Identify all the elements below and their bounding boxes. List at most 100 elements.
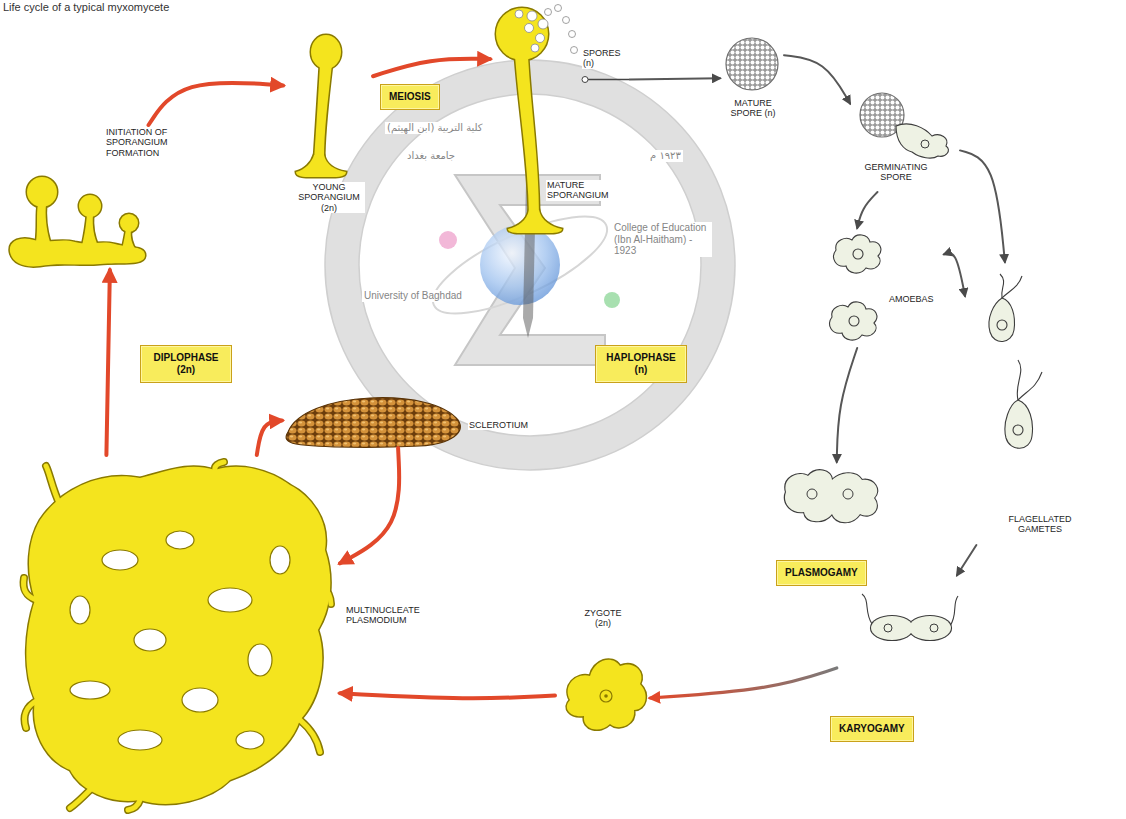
stage-label: FLAGELLATED GAMETES bbox=[1003, 514, 1077, 535]
cycle-arrow bbox=[257, 421, 282, 456]
plasmodium-figure bbox=[24, 462, 332, 810]
plasmodium-figure bbox=[70, 596, 90, 624]
amoeba-figure bbox=[853, 249, 863, 259]
watermark-text: جامعة بغداد bbox=[405, 150, 457, 162]
cycle-arrow bbox=[944, 253, 965, 296]
gametes-stage: FLAGELLATED GAMETES bbox=[965, 262, 1079, 545]
fusing-gametes-figure bbox=[862, 594, 872, 624]
mature-spore-figure bbox=[726, 38, 778, 90]
mature-sporangium-figure bbox=[588, 79, 630, 81]
zygote-figure bbox=[567, 660, 646, 730]
fusing-amoebas-figure bbox=[843, 489, 853, 499]
diagram-title: Life cycle of a typical myxomycete bbox=[3, 1, 169, 14]
zygote-stage: ZYGOTE (2n) bbox=[555, 608, 650, 733]
stage-label: GERMINATING SPORE bbox=[856, 162, 936, 183]
sporangium-initiation-figure bbox=[10, 177, 145, 266]
plasmodium-stage: MULTINUCLEATE PLASMODIUM bbox=[20, 455, 340, 816]
cycle-arrow bbox=[630, 78, 720, 79]
mature-sporangium: SPORES (n)MATURE SPORANGIUM bbox=[490, 2, 630, 230]
plasmodium-figure bbox=[270, 546, 290, 574]
plasmodium-figure bbox=[46, 466, 60, 505]
zygote-figure bbox=[567, 660, 646, 730]
zygote-figure bbox=[600, 690, 612, 702]
process-label: MEIOSIS bbox=[380, 84, 440, 110]
plasmodium-figure bbox=[182, 688, 218, 712]
plasmodium-figure bbox=[70, 790, 90, 808]
fusing-amoebas-figure bbox=[785, 470, 877, 522]
amoeba-figure bbox=[830, 302, 877, 340]
mature-sporangium-figure bbox=[545, 9, 552, 16]
plasmodium-figure bbox=[300, 720, 320, 752]
stage-label: PLASMOGAMY bbox=[776, 560, 867, 586]
plasmodium-figure bbox=[128, 800, 140, 810]
gamete-figure bbox=[1013, 425, 1023, 435]
stage-label: MATURE SPORE (n) bbox=[728, 98, 778, 119]
gamete-figure bbox=[1002, 276, 1022, 298]
stage-label: SPORES (n) bbox=[582, 48, 628, 69]
watermark-text: ١٩٢٣ م bbox=[648, 150, 683, 162]
plasmodium-figure bbox=[208, 588, 252, 612]
mature-sporangium-figure bbox=[496, 5, 630, 234]
plasmodium-figure bbox=[24, 462, 332, 810]
mature-sporangium-figure bbox=[536, 34, 545, 43]
mature-sporangium-figure bbox=[555, 5, 562, 12]
amoebas-stage: AMOEBAS bbox=[820, 228, 944, 348]
watermark-logo bbox=[480, 225, 560, 305]
gamete-figure bbox=[989, 298, 1015, 342]
mature-sporangium-figure bbox=[515, 10, 523, 18]
watermark-text: University of Baghdad bbox=[362, 290, 464, 302]
phase-box: DIPLOPHASE (2n) bbox=[140, 345, 232, 383]
plasmodium-figure bbox=[70, 531, 290, 750]
plasmodium-figure bbox=[300, 720, 320, 752]
cycle-arrow bbox=[340, 448, 399, 563]
sclerotium-figure bbox=[286, 398, 460, 448]
mature-sporangium-figure bbox=[538, 19, 548, 29]
sclerotium-figure bbox=[286, 398, 460, 448]
mature-spore: MATURE SPORE (n) bbox=[720, 36, 784, 132]
young-sporangium-figure bbox=[296, 35, 346, 177]
mature-sporangium-figure bbox=[582, 77, 588, 83]
plasmodium-figure bbox=[24, 462, 332, 810]
fusing-gametes-figure bbox=[862, 594, 958, 640]
watermark-logo bbox=[421, 198, 619, 333]
cycle-arrow bbox=[784, 55, 850, 103]
stage-label: INITIATION OF SPORANGIUM FORMATION bbox=[105, 127, 187, 158]
plasmodium-figure bbox=[26, 467, 330, 804]
fusing-amoebas-figure bbox=[785, 470, 877, 522]
plasmogamy-stage: PLASMOGAMY bbox=[772, 462, 957, 668]
germinating-spore-figure bbox=[921, 140, 929, 148]
mature-sporangium-figure bbox=[531, 44, 539, 52]
stage-label: YOUNG SPORANGIUM (2n) bbox=[293, 182, 365, 213]
mature-sporangium-figure bbox=[515, 5, 578, 54]
cycle-arrow bbox=[106, 270, 109, 455]
zygote-figure bbox=[604, 694, 608, 698]
fusing-gametes-figure bbox=[930, 624, 938, 632]
germinating-spore-figure bbox=[860, 93, 948, 158]
gamete-figure bbox=[1000, 274, 1004, 298]
sclerotium-stage: SCLEROTIUM bbox=[282, 393, 540, 448]
plasmodium-figure bbox=[128, 800, 140, 810]
watermark-logo bbox=[439, 231, 457, 249]
sporangium-initiation-figure bbox=[10, 177, 145, 266]
cycle-arrow bbox=[960, 150, 1005, 262]
mature-sporangium-figure bbox=[571, 47, 578, 54]
young-sporangium: YOUNG SPORANGIUM (2n) bbox=[283, 30, 373, 215]
fusing-amoebas-figure bbox=[785, 470, 877, 522]
plasmodium-figure bbox=[70, 790, 90, 808]
cycle-arrow bbox=[837, 348, 857, 462]
amoeba-figure bbox=[830, 302, 877, 340]
mature-spore-figure bbox=[726, 38, 778, 90]
amoeba-figure bbox=[830, 235, 881, 340]
sporangium-initiation: INITIATION OF SPORANGIUM FORMATION bbox=[5, 125, 189, 270]
gamete-figure bbox=[1017, 360, 1021, 400]
plasmodium-figure bbox=[248, 644, 272, 676]
cycle-arrow bbox=[373, 59, 490, 77]
gamete-figure bbox=[989, 274, 1042, 448]
fusing-gametes-figure bbox=[871, 616, 951, 640]
amoeba-figure bbox=[849, 316, 859, 326]
phase-label: HAPLOPHASE (n) bbox=[604, 352, 678, 376]
stage-label: SCLEROTIUM bbox=[468, 420, 529, 430]
gamete-figure bbox=[1018, 372, 1042, 400]
